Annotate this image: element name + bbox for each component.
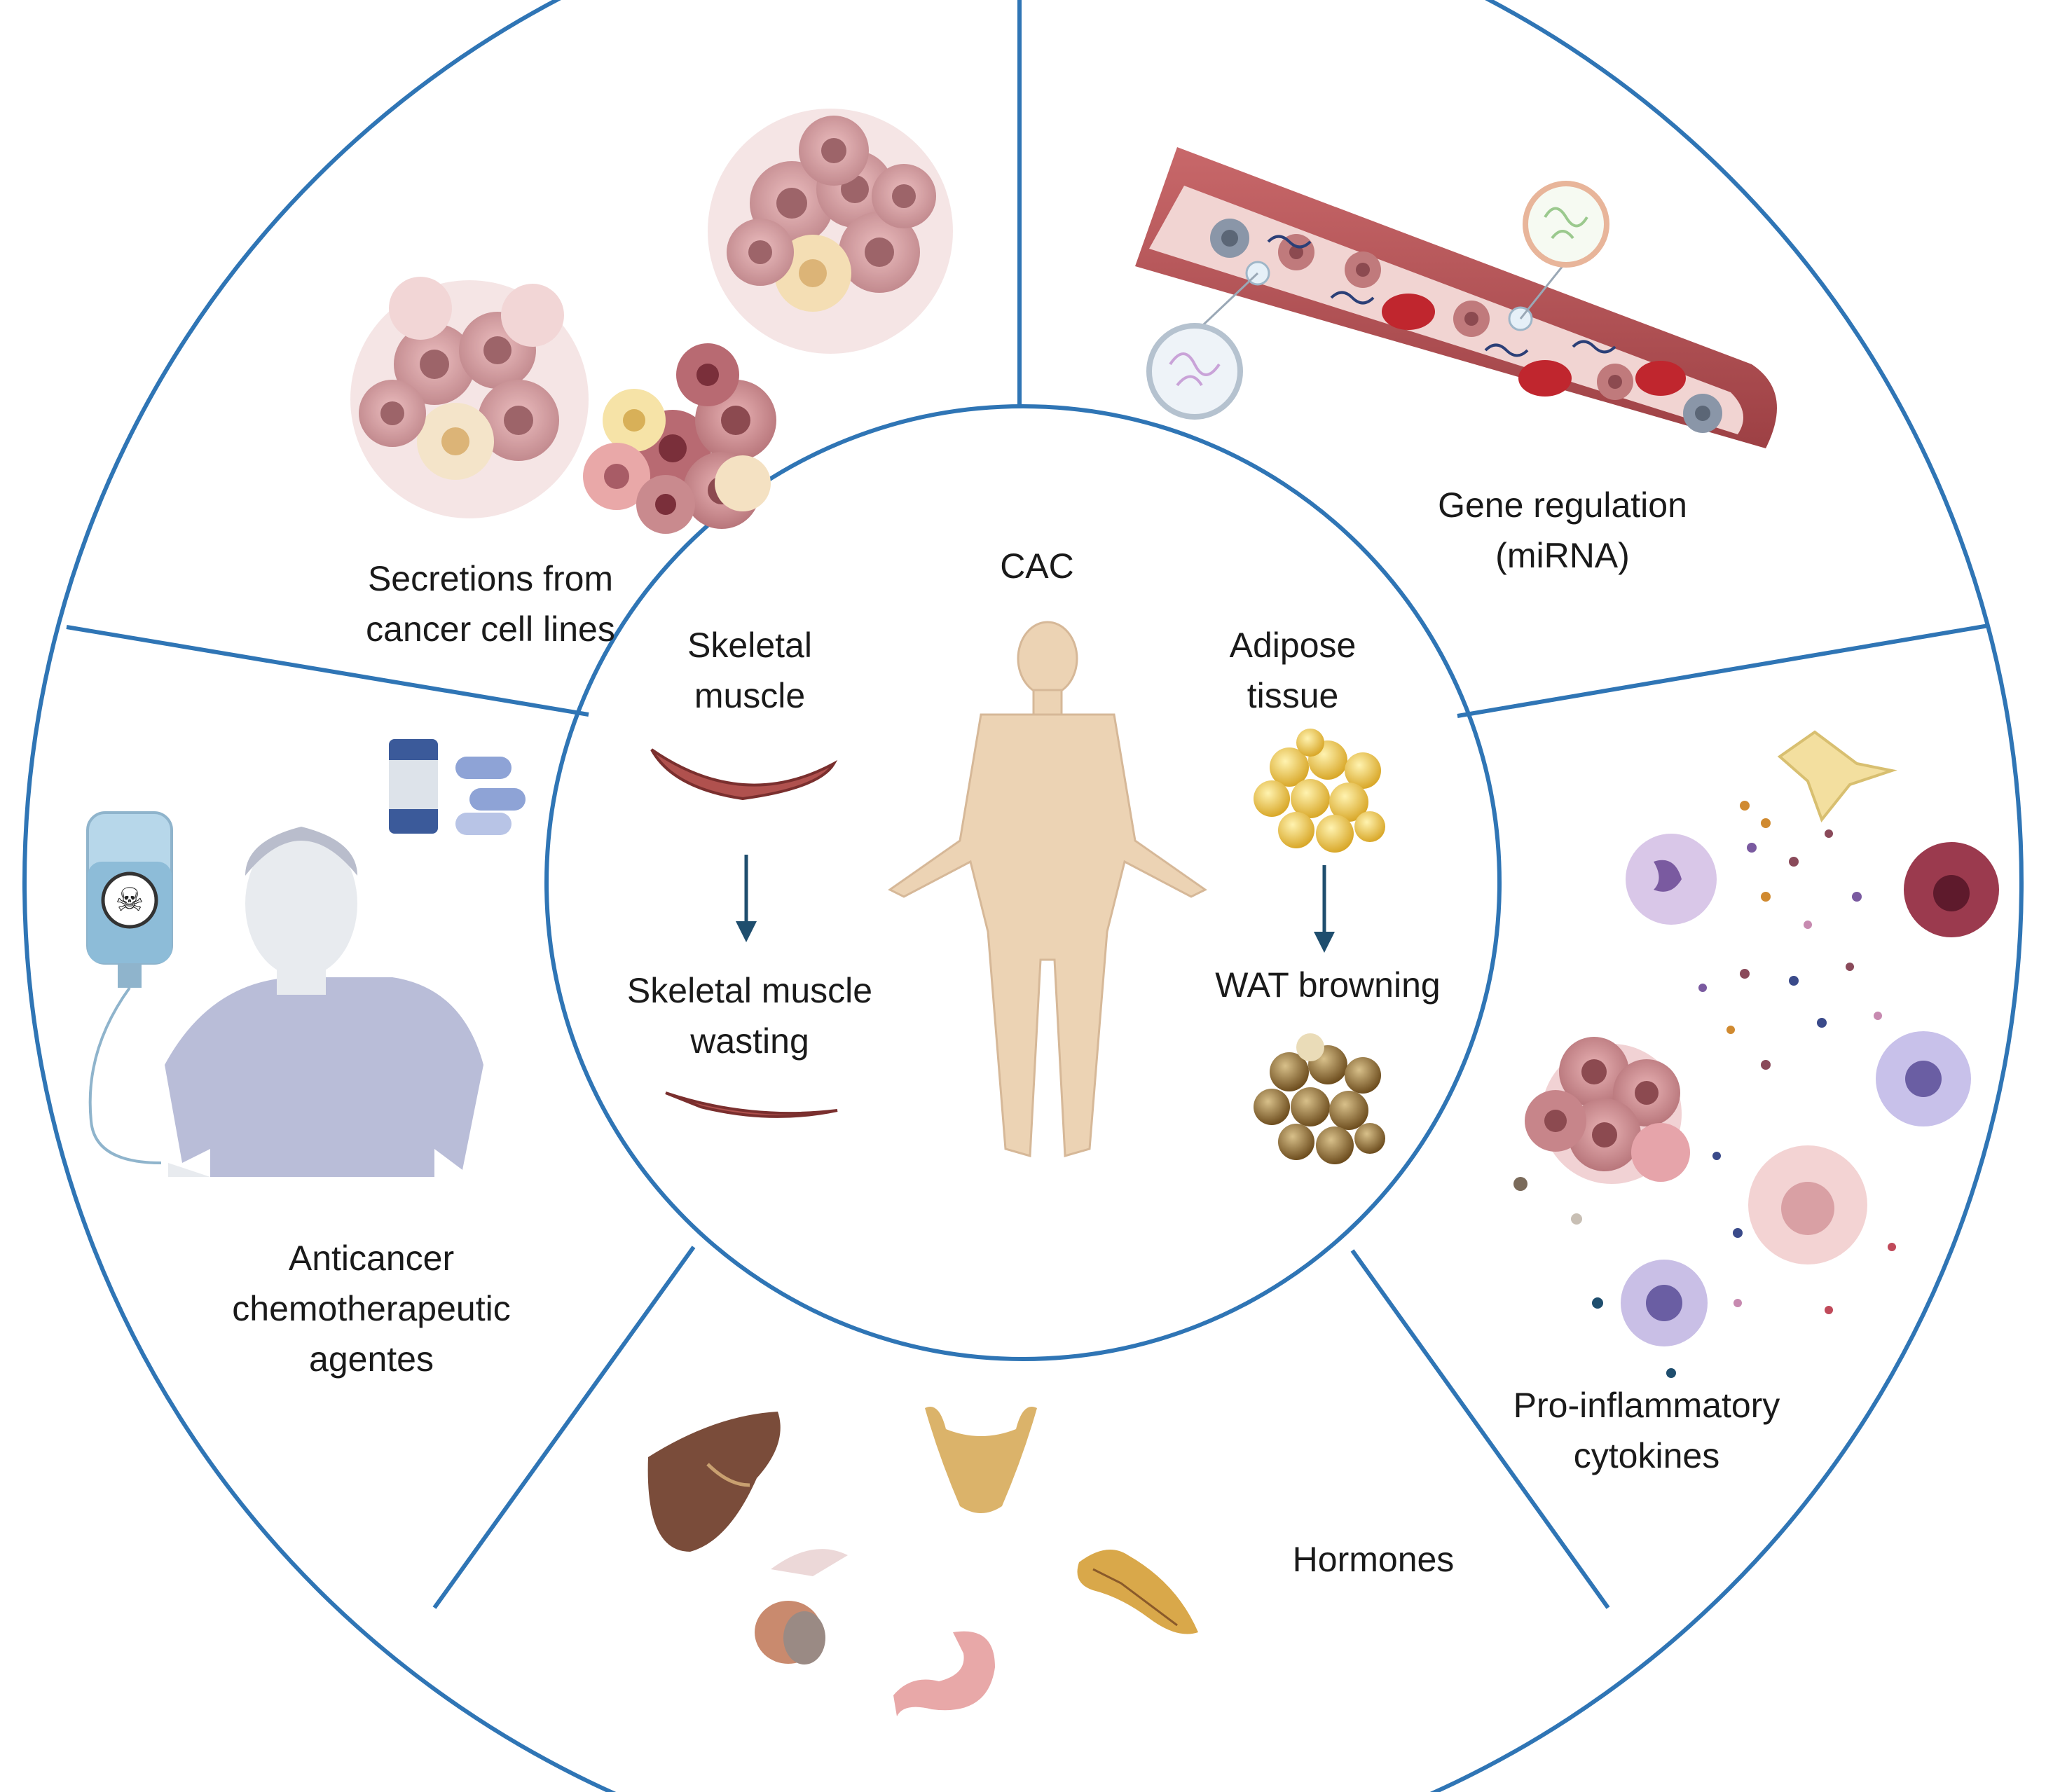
outer-circle <box>22 0 2024 1792</box>
muscle-wasting-line-2: wasting <box>690 1021 809 1061</box>
liver-icon <box>647 1412 781 1552</box>
adipose-tissue-line-1: Adipose <box>1229 626 1357 665</box>
chemotherapy-line-1: Anticancer <box>288 1239 455 1278</box>
gene-regulation-label: Gene regulation (miRNA) <box>1401 480 1724 581</box>
divider-left-lower <box>432 1246 696 1609</box>
blood-vessel-icon <box>1135 147 1777 448</box>
pancreas-icon <box>1077 1550 1198 1634</box>
thyroid-icon <box>925 1407 1037 1513</box>
tumor-cluster-icon <box>350 109 953 534</box>
divider-right-lower <box>1350 1249 1610 1609</box>
skeletal-muscle-line-1: Skeletal <box>687 626 812 665</box>
chemotherapy-line-2: chemotherapeutic <box>232 1289 511 1328</box>
adipose-tissue-line-2: tissue <box>1247 676 1339 715</box>
divider-left-upper <box>66 625 589 717</box>
skeletal-muscle-label: Skeletal muscle <box>645 620 855 721</box>
iv-bag-icon: ☠ <box>86 811 173 1164</box>
center-title: CAC <box>1000 546 1074 586</box>
chemotherapy-line-3: agentes <box>309 1339 434 1379</box>
secretions-label: Secretions from cancer cell lines <box>308 553 673 654</box>
wat-browning-label: WAT browning <box>1215 965 1441 1005</box>
stomach-icon <box>893 1631 995 1716</box>
hormones-label: Hormones <box>1292 1540 1455 1579</box>
pill-bottle-icon <box>389 739 438 834</box>
cytokines-line-1: Pro-inflammatory <box>1513 1386 1780 1425</box>
muscle-wasting-label: Skeletal muscle wasting <box>589 965 911 1066</box>
muscle-icon <box>650 748 838 801</box>
arrow-muscle <box>736 855 757 942</box>
chemotherapy-label: Anticancer chemotherapeutic agentes <box>189 1233 554 1384</box>
cytokines-label: Pro-inflammatory cytokines <box>1478 1380 1815 1481</box>
cytokines-line-2: cytokines <box>1573 1436 1720 1475</box>
secretions-line-1: Secretions from <box>367 559 614 598</box>
skeletal-muscle-line-2: muscle <box>694 676 806 715</box>
fat-cells-icon <box>1254 729 1385 853</box>
gene-regulation-line-2: (miRNA) <box>1495 536 1630 575</box>
brown-fat-cells-icon <box>1254 1033 1385 1164</box>
human-body-icon <box>888 621 1207 1157</box>
arrow-fat <box>1314 865 1335 953</box>
secretions-line-2: cancer cell lines <box>366 609 615 649</box>
patient-icon <box>165 827 483 1177</box>
gene-regulation-line-1: Gene regulation <box>1438 485 1687 525</box>
muscle-wasting-line-1: Skeletal muscle <box>626 971 873 1010</box>
capsule-icon <box>455 757 526 835</box>
adipose-tissue-label: Adipose tissue <box>1184 620 1401 721</box>
svg-text:☠: ☠ <box>115 881 144 918</box>
divider-right-upper <box>1457 623 1989 718</box>
pituitary-icon <box>755 1549 848 1665</box>
wasted-muscle-icon <box>665 1091 838 1118</box>
immune-cell-icon <box>1513 730 1999 1378</box>
